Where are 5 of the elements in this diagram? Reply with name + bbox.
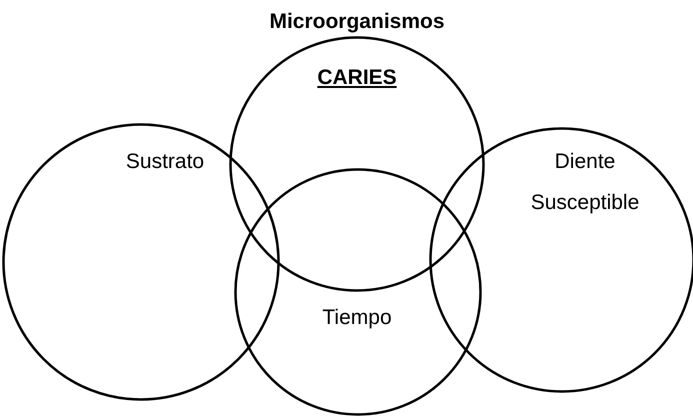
circle-label: Diente Susceptible (530, 149, 640, 216)
topic-heading: CARIES (317, 66, 397, 90)
circle-label: Tiempo (322, 306, 392, 330)
circle-label: Sustrato (126, 150, 204, 174)
circle-heading: Microorganismos (269, 10, 445, 34)
